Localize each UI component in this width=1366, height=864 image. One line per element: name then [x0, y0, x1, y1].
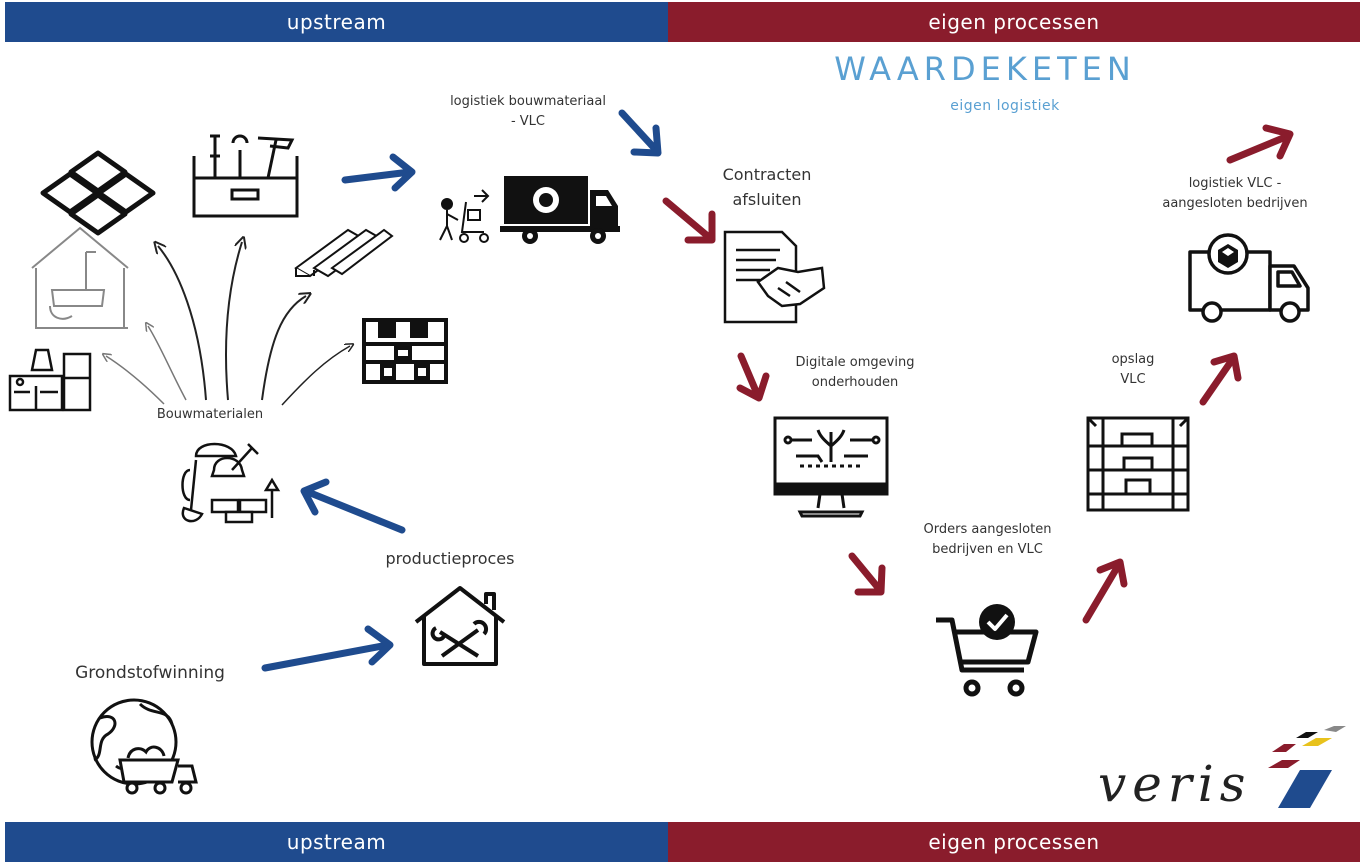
- band-top-eigen-processen: eigen processen: [668, 2, 1360, 42]
- arrow-red-orders: [848, 552, 886, 596]
- warehouse-shelf-icon: [362, 318, 448, 384]
- arrow-red-opslag: [1082, 558, 1128, 624]
- monitor-circuit-icon: [773, 416, 889, 518]
- arrow-blue-to-logistics: [341, 153, 416, 192]
- worker-trolley-icon: [439, 189, 490, 243]
- label-grondstofwinning: Grondstofwinning: [75, 663, 225, 683]
- tiles-icon: [40, 150, 156, 236]
- delivery-truck-icon: [1188, 233, 1310, 323]
- globe-mining-icon: [90, 698, 198, 795]
- toolbox-icon: [192, 134, 299, 218]
- cart-check-icon: [936, 604, 1039, 697]
- arrow-red-digitale: [736, 352, 770, 402]
- label-orders: Orders aangesloten bedrijven en VLC: [923, 522, 1052, 558]
- band-top-upstream: upstream: [5, 2, 668, 42]
- arrow-blue-down-to-contracten: [618, 109, 662, 157]
- kitchen-icon: [8, 348, 92, 412]
- arrow-red-out: [1226, 124, 1294, 164]
- veris-logo: [1268, 726, 1346, 808]
- planks-icon: [294, 228, 394, 278]
- contract-handshake-icon: [723, 230, 826, 324]
- label-logistiek-vlc: logistiek VLC - aangesloten bedrijven: [1162, 176, 1308, 212]
- label-bouwmaterialen: Bouwmaterialen: [156, 407, 264, 422]
- label-logistiek-bouwmateriaal: logistiek bouwmateriaal - VLC: [450, 94, 606, 130]
- band-bottom-eigen-processen: eigen processen: [668, 822, 1360, 862]
- label-digitale-omgeving: Digitale omgeving onderhouden: [795, 355, 915, 391]
- band-bottom-upstream: upstream: [5, 822, 668, 862]
- house-bathroom-icon: [31, 226, 129, 329]
- label-productieproces: productieproces: [385, 549, 515, 568]
- veris-logo-text: veris: [1098, 755, 1252, 813]
- page-subtitle: eigen logistiek: [950, 98, 1060, 114]
- construction-materials-icon: [181, 442, 281, 524]
- arrow-red-contracten: [662, 197, 716, 244]
- house-tools-icon: [414, 586, 506, 666]
- truck-icon: [500, 176, 620, 244]
- page-title: WAARDEKETEN: [834, 50, 1136, 88]
- label-contracten-afsluiten: Contracten afsluiten: [722, 165, 812, 209]
- arrow-blue-to-productie: [261, 625, 394, 672]
- arrow-red-delivery: [1199, 352, 1242, 406]
- label-opslag-vlc: opslag VLC: [1111, 352, 1155, 388]
- arrow-blue-to-bouwmaterialen: [300, 478, 406, 534]
- fan-arrows: [106, 242, 350, 406]
- storage-shelf-icon: [1086, 416, 1190, 512]
